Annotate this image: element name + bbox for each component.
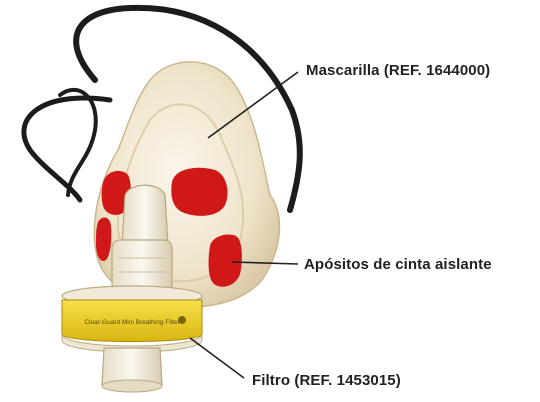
filter-band-text: Clear-Guard Mini Breathing Filter xyxy=(84,319,180,326)
label-filter: Filtro (REF. 1453015) xyxy=(252,372,401,389)
tape-pad-lower-right xyxy=(209,234,242,286)
label-tape-pads: Apósitos de cinta aislante xyxy=(304,256,492,273)
tape-pad-upper-right xyxy=(171,168,227,216)
leader-line-filter xyxy=(190,338,244,378)
label-mask: Mascarilla (REF. 1644000) xyxy=(306,62,490,79)
connector-tube xyxy=(112,240,172,292)
side-strap-loop xyxy=(60,90,96,195)
filter-logo xyxy=(178,316,186,324)
